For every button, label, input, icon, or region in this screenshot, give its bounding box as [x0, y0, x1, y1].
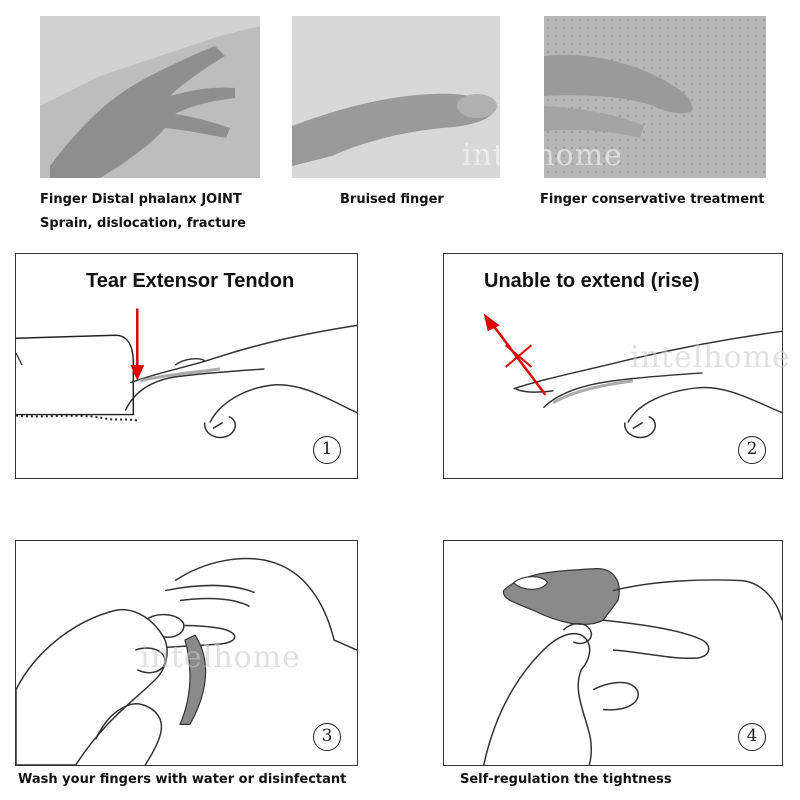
caption-step-4: Self-regulation the tightness	[460, 772, 672, 787]
hand-illustration-2	[483, 313, 782, 439]
splint-on-finger	[502, 568, 620, 625]
step-number-4: 4	[738, 723, 766, 751]
hand-illustration-4	[483, 568, 782, 765]
caption-joint-line2: Sprain, dislocation, fracture	[40, 216, 246, 231]
caption-joint-line1: Finger Distal phalanx JOINT	[40, 192, 242, 207]
arrow-up	[490, 322, 547, 396]
hand-illustration-1	[16, 308, 357, 439]
photo-conservative-treatment	[544, 16, 766, 178]
caption-joint-injury: Finger Distal phalanx JOINT Sprain, disl…	[40, 188, 246, 236]
photo-bruised-finger	[292, 16, 500, 178]
step-number-3: 3	[313, 723, 341, 751]
panel-adjust-tightness: 4	[443, 540, 783, 766]
step-number-2: 2	[738, 436, 766, 464]
panel-unable-to-extend: Unable to extend (rise) 2	[443, 253, 783, 479]
caption-step-3: Wash your fingers with water or disinfec…	[18, 772, 347, 787]
splint-strip	[179, 634, 207, 725]
panel-1-title: Tear Extensor Tendon	[86, 270, 295, 292]
panel-tear-extensor-tendon: Tear Extensor Tendon 1	[15, 253, 358, 479]
photo-hand-sprain	[40, 16, 260, 178]
panel-2-title: Unable to extend (rise)	[484, 270, 700, 292]
caption-conservative: Finger conservative treatment	[540, 192, 765, 207]
panel-apply-splint: 3	[15, 540, 358, 766]
caption-bruised: Bruised finger	[340, 192, 444, 207]
step-number-1: 1	[313, 436, 341, 464]
hand-illustration-3	[16, 557, 357, 765]
